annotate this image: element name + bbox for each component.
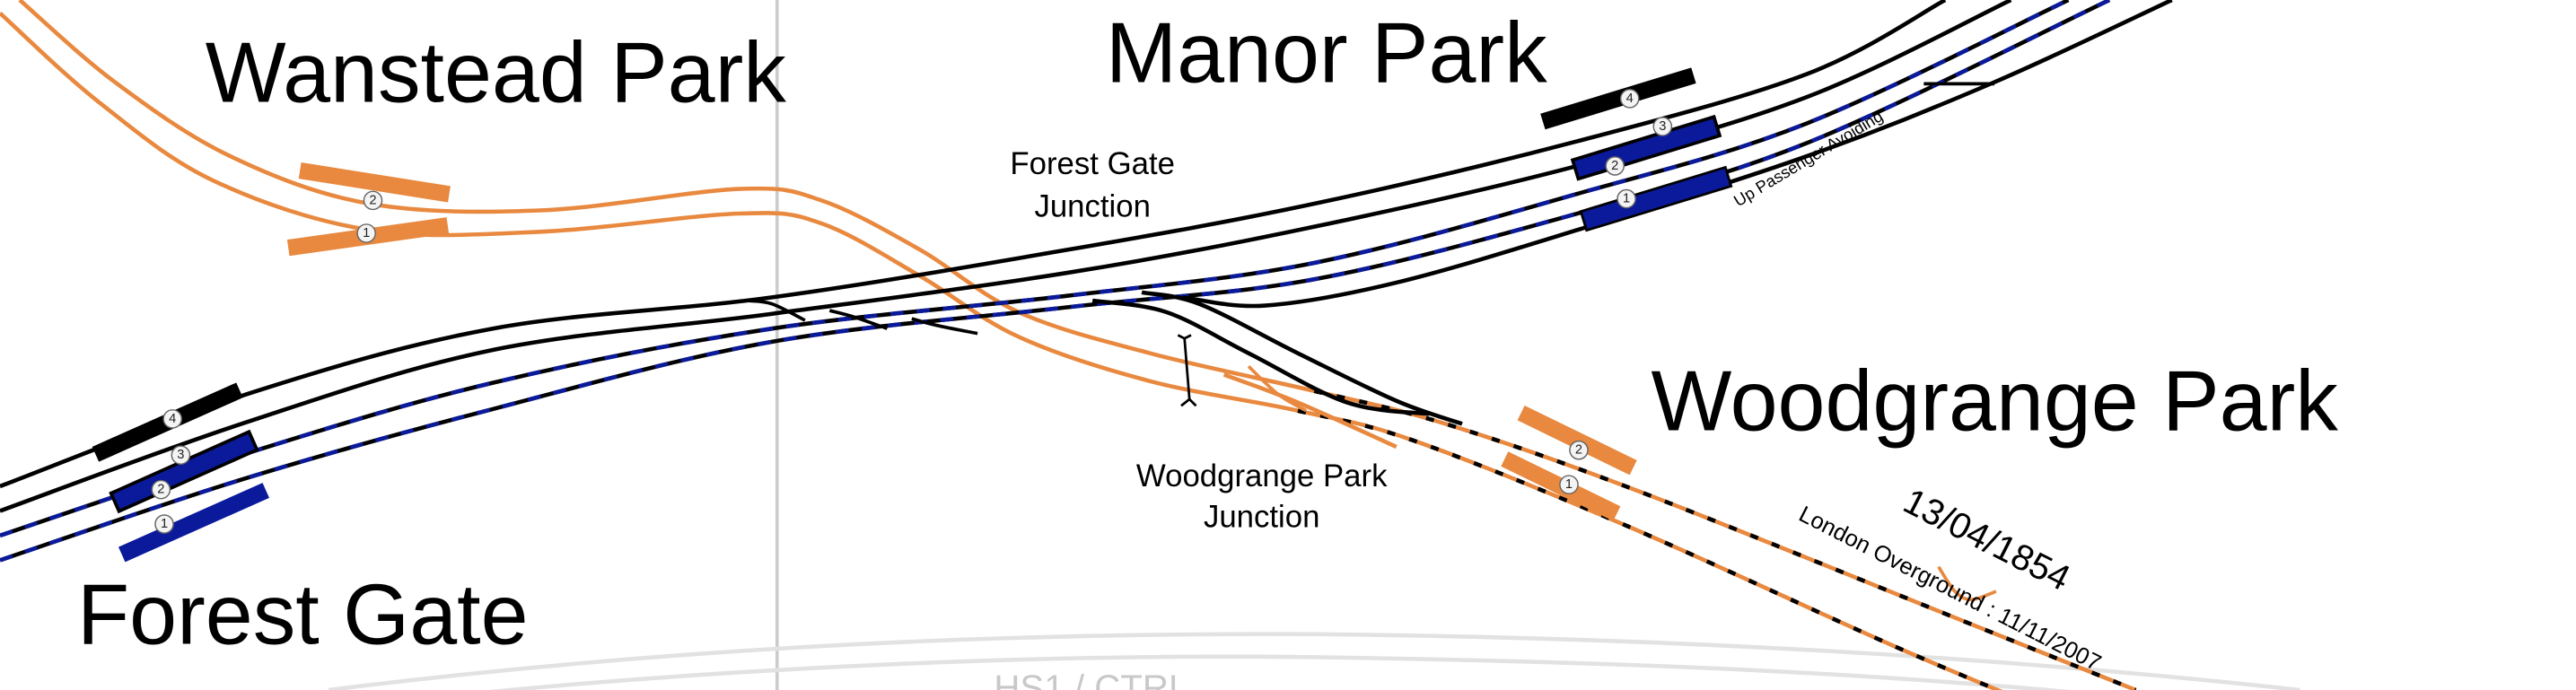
platform-number: 1 bbox=[1565, 477, 1573, 492]
station-label-wanstead-park: Wanstead Park bbox=[206, 26, 787, 121]
overground-track-2 bbox=[18, 0, 2137, 690]
platform-number-badge bbox=[1559, 475, 1579, 494]
platform-4 bbox=[1540, 67, 1696, 130]
junction-label-forest-gate: Forest Gate bbox=[1010, 147, 1175, 181]
platform-number: 2 bbox=[1611, 159, 1618, 173]
platform-number: 3 bbox=[1659, 119, 1666, 134]
platform-1 bbox=[118, 483, 269, 563]
platform-number: 2 bbox=[1575, 443, 1582, 458]
crossover-2 bbox=[828, 309, 888, 330]
platform-number: 1 bbox=[1623, 192, 1630, 206]
platform-number-badge bbox=[1652, 117, 1673, 136]
crossover-1 bbox=[747, 299, 806, 322]
overground-electrified-dash-2 bbox=[1313, 389, 2137, 690]
woodgrange-crossover bbox=[1247, 364, 1308, 413]
platform-number-badge bbox=[1617, 188, 1636, 209]
platform-1 bbox=[1579, 165, 1733, 232]
platform-number-badge bbox=[151, 479, 171, 500]
hs1-label: HS1 / CTRL bbox=[994, 668, 1188, 690]
platform-2 bbox=[1517, 405, 1637, 476]
woodgrange-chord-2 bbox=[1141, 290, 1463, 426]
main-line-fast-up bbox=[0, 0, 1947, 489]
overground-electrified-dash-1 bbox=[1297, 408, 2003, 690]
signal-icon bbox=[1177, 334, 1197, 407]
platform-number-badge bbox=[154, 514, 174, 534]
platform-number-badge bbox=[363, 190, 383, 211]
hs1-track-upper bbox=[328, 632, 2300, 690]
platform-number: 4 bbox=[1626, 92, 1634, 106]
main-line-slow-down-electrified bbox=[0, 0, 2111, 563]
forest-gate-platforms bbox=[92, 382, 269, 563]
platform-number: 1 bbox=[161, 517, 168, 531]
station-label-woodgrange-park: Woodgrange Park bbox=[1652, 354, 2339, 450]
woodgrange-chord-1 bbox=[1091, 298, 1430, 416]
platform-number-badge bbox=[162, 409, 182, 429]
platform-number: 3 bbox=[177, 448, 184, 462]
platform-number-badge bbox=[1605, 156, 1625, 176]
crossover-3 bbox=[911, 317, 978, 336]
overground-crossover-east bbox=[1937, 565, 1997, 602]
woodgrange-spur bbox=[1222, 372, 1398, 450]
station-label-forest-gate: Forest Gate bbox=[77, 568, 528, 663]
platform-3-2 bbox=[1570, 114, 1722, 181]
platform-number-badge bbox=[356, 223, 376, 243]
junction-label-woodgrange-park-2: Junction bbox=[1204, 501, 1319, 535]
junction-label-woodgrange-park: Woodgrange Park bbox=[1136, 459, 1388, 493]
platform-number: 2 bbox=[157, 483, 164, 497]
platform-number-badge bbox=[1619, 89, 1640, 109]
station-label-manor-park: Manor Park bbox=[1106, 6, 1547, 101]
platform-number-badge bbox=[171, 445, 191, 465]
main-line-slow-up bbox=[0, 0, 2070, 538]
platform-number-badge bbox=[1569, 440, 1589, 460]
hs1-track-lower bbox=[488, 654, 2072, 690]
platform-number: 2 bbox=[369, 193, 376, 207]
platform-2 bbox=[298, 162, 451, 203]
junction-label-forest-gate-2: Junction bbox=[1034, 190, 1150, 224]
platform-number: 1 bbox=[363, 226, 370, 240]
platform-number: 4 bbox=[169, 412, 176, 426]
